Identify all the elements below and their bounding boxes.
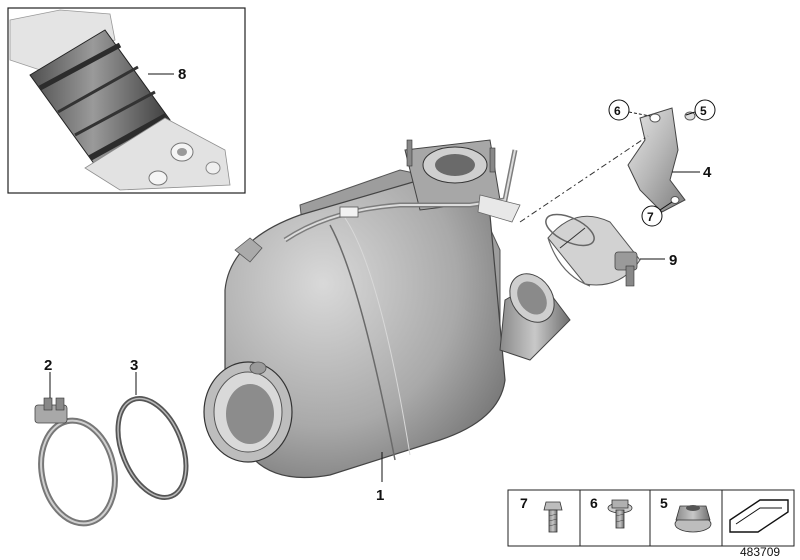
- callout-8: 8: [178, 66, 186, 83]
- gasket-ring: [115, 395, 189, 501]
- assembly-leader-line: [519, 135, 649, 223]
- fastener-panel: 7 6 5: [507, 489, 795, 547]
- callout-2: 2: [44, 357, 52, 374]
- band-clamp: [545, 213, 641, 287]
- panel-label-7: 7: [520, 495, 528, 511]
- callout-7-circle: 7: [641, 201, 673, 227]
- v-band-clamp: [34, 397, 118, 527]
- panel-label-6: 6: [590, 495, 598, 511]
- callout-9: 9: [669, 252, 677, 269]
- svg-text:7: 7: [647, 210, 654, 224]
- inset-detail-frame: 8: [7, 7, 246, 194]
- callout-3: 3: [130, 357, 138, 374]
- flange-nut-icon: [674, 505, 712, 533]
- bolt-icon: [543, 501, 563, 533]
- callout-1: 1: [376, 487, 384, 504]
- inlet-flange: [404, 139, 501, 211]
- svg-text:5: 5: [700, 104, 707, 118]
- panel-label-5: 5: [660, 495, 668, 511]
- connector-hose-detail: [9, 9, 231, 191]
- mounting-bracket: [627, 107, 696, 213]
- svg-text:6: 6: [614, 104, 621, 118]
- catalog-page-icon: [729, 499, 789, 533]
- callout-6-circle: 6: [608, 99, 651, 121]
- front-flange: [203, 361, 293, 463]
- callout-5-circle: 5: [685, 99, 716, 121]
- flange-bolt-icon: [607, 499, 633, 529]
- outlet-pipe: [499, 273, 571, 361]
- reference-number: 483709: [740, 545, 780, 559]
- diesel-particulate-filter: [203, 139, 571, 479]
- callout-4: 4: [703, 164, 712, 181]
